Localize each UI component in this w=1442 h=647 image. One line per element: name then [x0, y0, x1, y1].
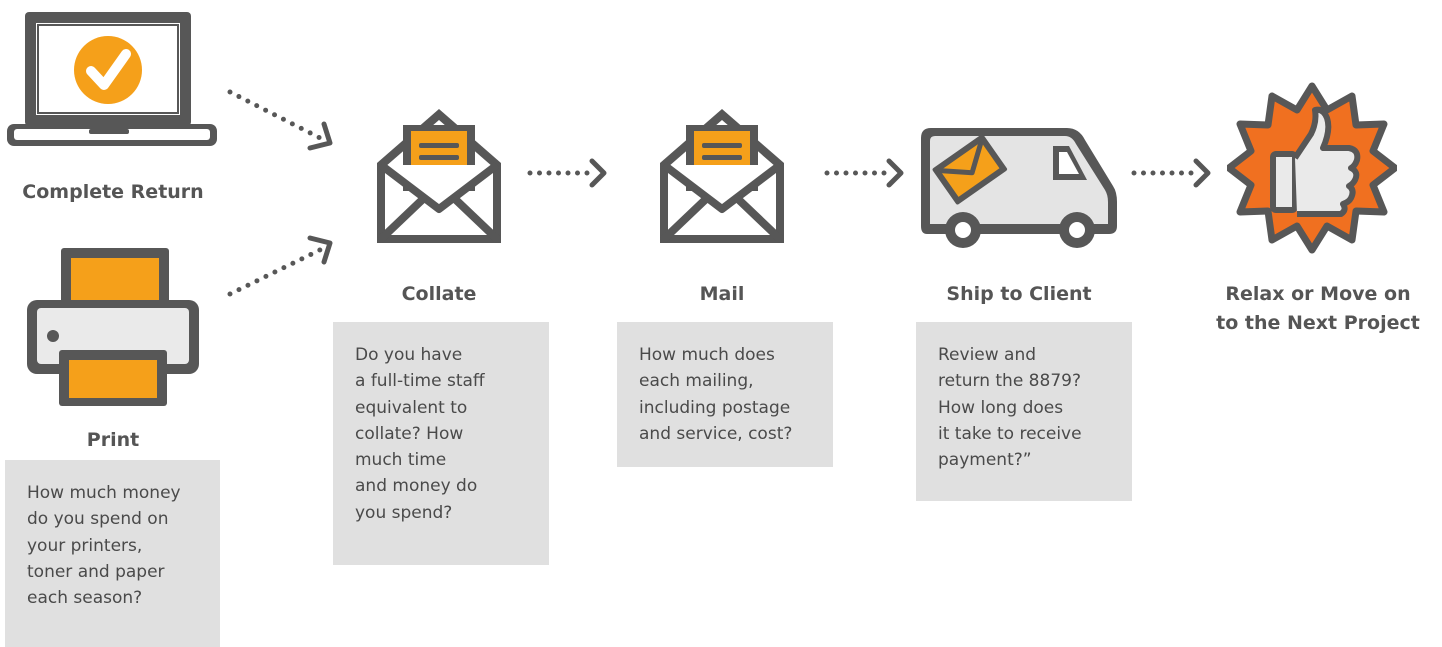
- laptop-check-icon: [7, 12, 217, 146]
- note-line: do you spend on: [27, 509, 169, 530]
- note-line: much time: [355, 450, 447, 471]
- thumbs-up-badge-icon: [1227, 82, 1397, 254]
- step-label-mail: Mail: [699, 283, 745, 305]
- note-line: and service, cost?: [639, 423, 793, 444]
- note-line: Do you have: [355, 345, 463, 365]
- note-line: you spend?: [355, 502, 453, 523]
- note-line: collate? How: [355, 423, 464, 444]
- note-print: How much money do you spend on your prin…: [5, 460, 220, 647]
- note-line: How long does: [938, 397, 1064, 418]
- note-line: it take to receive: [938, 423, 1082, 444]
- note-line: your printers,: [27, 535, 143, 556]
- dotted-arrow: [527, 158, 607, 188]
- dotted-arrow: [227, 235, 333, 297]
- note-line: How much money: [27, 483, 181, 503]
- note-mail: How much does each mailing, including po…: [617, 322, 833, 467]
- note-line: including postage: [639, 397, 791, 418]
- delivery-van-icon: [921, 128, 1117, 248]
- dotted-arrow: [1131, 158, 1211, 188]
- note-line: each mailing,: [639, 371, 754, 392]
- note-line: Review and: [938, 345, 1037, 365]
- step-label-relax-line: to the Next Project: [1216, 312, 1420, 334]
- envelope-letter-icon: [660, 109, 784, 243]
- envelope-letter-icon: [377, 109, 501, 243]
- step-label-print: Print: [86, 429, 140, 451]
- note-line: How much does: [639, 345, 775, 365]
- step-label-relax: Relax or Move on to the Next Project: [1200, 280, 1436, 338]
- note-line: equivalent to: [355, 397, 468, 418]
- note-collate: Do you have a full-time staff equivalent…: [333, 322, 549, 565]
- step-label-complete-return: Complete Return: [22, 181, 204, 203]
- note-line: return the 8879?: [938, 371, 1081, 392]
- dotted-arrow: [824, 158, 904, 188]
- note-line: toner and paper: [27, 561, 165, 582]
- step-label-collate: Collate: [401, 283, 477, 305]
- printer-icon: [27, 248, 199, 406]
- note-line: and money do: [355, 476, 478, 497]
- step-label-relax-line: Relax or Move on: [1225, 283, 1411, 305]
- dotted-arrow: [227, 89, 333, 151]
- note-ship-to-client: Review and return the 8879? How long doe…: [916, 322, 1132, 501]
- note-line: a full-time staff: [355, 371, 485, 392]
- note-line: each season?: [27, 588, 143, 609]
- note-line: payment?”: [938, 450, 1032, 471]
- step-label-ship-to-client: Ship to Client: [946, 283, 1092, 305]
